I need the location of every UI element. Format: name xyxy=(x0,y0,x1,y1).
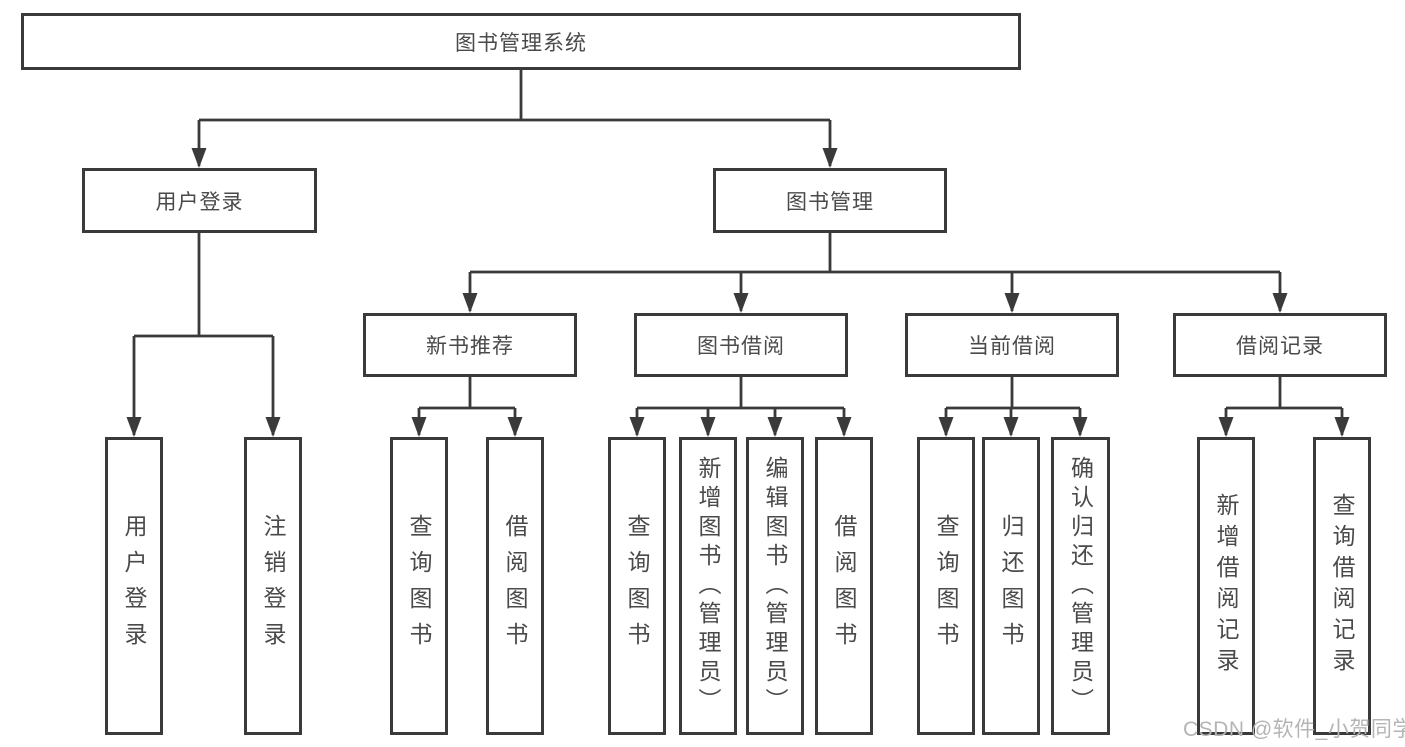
arrowhead-icon xyxy=(191,148,207,168)
leaf-current-query-book: 查询图书 xyxy=(917,437,975,735)
leaf-confirm-return-admin: 确认归还（管理员） xyxy=(1051,437,1110,735)
arrowhead-icon xyxy=(507,417,523,437)
arrowhead-icon xyxy=(938,417,954,437)
node-label: 新书推荐 xyxy=(426,335,514,358)
arrowhead-icon xyxy=(1334,417,1350,437)
node-label: 用户登录 xyxy=(121,514,147,658)
leaf-user-login: 用户登录 xyxy=(105,437,163,735)
arrowhead-icon xyxy=(411,417,427,437)
node-library-system: 图书管理系统 xyxy=(21,13,1021,70)
connector-group xyxy=(411,377,523,437)
leaf-recommend-query-book: 查询图书 xyxy=(390,437,448,735)
node-label: 图书借阅 xyxy=(697,335,785,358)
leaf-logout: 注销登录 xyxy=(244,437,302,735)
node-label: 借阅图书 xyxy=(502,514,528,658)
connector-group xyxy=(126,233,281,437)
arrowhead-icon xyxy=(700,417,716,437)
node-label: 用户登录 xyxy=(155,190,244,214)
csdn-watermark: CSDN @软件_小贺同学 xyxy=(1183,718,1405,741)
node-label: 新增图书（管理员） xyxy=(695,455,721,717)
leaf-edit-book-admin: 编辑图书（管理员） xyxy=(746,437,804,735)
node-label: 编辑图书（管理员） xyxy=(762,455,788,717)
connector-group xyxy=(462,233,1288,313)
arrowhead-icon xyxy=(1072,417,1088,437)
node-label: 新增借阅记录 xyxy=(1213,493,1239,679)
leaf-add-borrow-record: 新增借阅记录 xyxy=(1197,437,1255,735)
arrowhead-icon xyxy=(767,417,783,437)
node-label: 归还图书 xyxy=(998,514,1024,658)
node-book-management: 图书管理 xyxy=(713,168,947,233)
leaf-borrow-book: 借阅图书 xyxy=(815,437,873,735)
arrowhead-icon xyxy=(629,417,645,437)
node-label: 借阅记录 xyxy=(1236,335,1324,358)
arrowhead-icon xyxy=(1272,293,1288,313)
arrowhead-icon xyxy=(822,148,838,168)
node-current-borrow: 当前借阅 xyxy=(905,313,1119,377)
node-book-borrow: 图书借阅 xyxy=(634,313,848,377)
arrowhead-icon xyxy=(1218,417,1234,437)
node-label: 查询图书 xyxy=(624,514,650,658)
leaf-recommend-borrow-book: 借阅图书 xyxy=(486,437,544,735)
node-label: 借阅图书 xyxy=(831,514,857,658)
node-label: 注销登录 xyxy=(260,514,286,658)
leaf-add-book-admin: 新增图书（管理员） xyxy=(679,437,737,735)
connector-group xyxy=(938,377,1088,437)
node-user-login: 用户登录 xyxy=(82,168,317,233)
node-label: 当前借阅 xyxy=(968,335,1056,358)
node-label: 查询图书 xyxy=(933,514,959,658)
node-new-book-recommend: 新书推荐 xyxy=(363,313,577,377)
node-label: 确认归还（管理员） xyxy=(1067,455,1094,717)
node-label: 查询图书 xyxy=(406,514,432,658)
leaf-return-book: 归还图书 xyxy=(982,437,1040,735)
connector-group xyxy=(629,377,852,437)
arrowhead-icon xyxy=(836,417,852,437)
arrowhead-icon xyxy=(1004,293,1020,313)
arrowhead-icon xyxy=(126,417,142,437)
connector-group xyxy=(1218,377,1350,437)
arrowhead-icon xyxy=(1003,417,1019,437)
arrowhead-icon xyxy=(733,293,749,313)
node-borrow-records: 借阅记录 xyxy=(1173,313,1387,377)
node-label: 图书管理 xyxy=(786,190,874,214)
node-label: 查询借阅记录 xyxy=(1329,493,1355,679)
leaf-query-borrow-record: 查询借阅记录 xyxy=(1313,437,1371,735)
leaf-borrow-query-book: 查询图书 xyxy=(608,437,666,735)
node-label: 图书管理系统 xyxy=(455,31,587,55)
arrowhead-icon xyxy=(462,293,478,313)
connector-group xyxy=(191,70,838,168)
arrowhead-icon xyxy=(265,417,281,437)
